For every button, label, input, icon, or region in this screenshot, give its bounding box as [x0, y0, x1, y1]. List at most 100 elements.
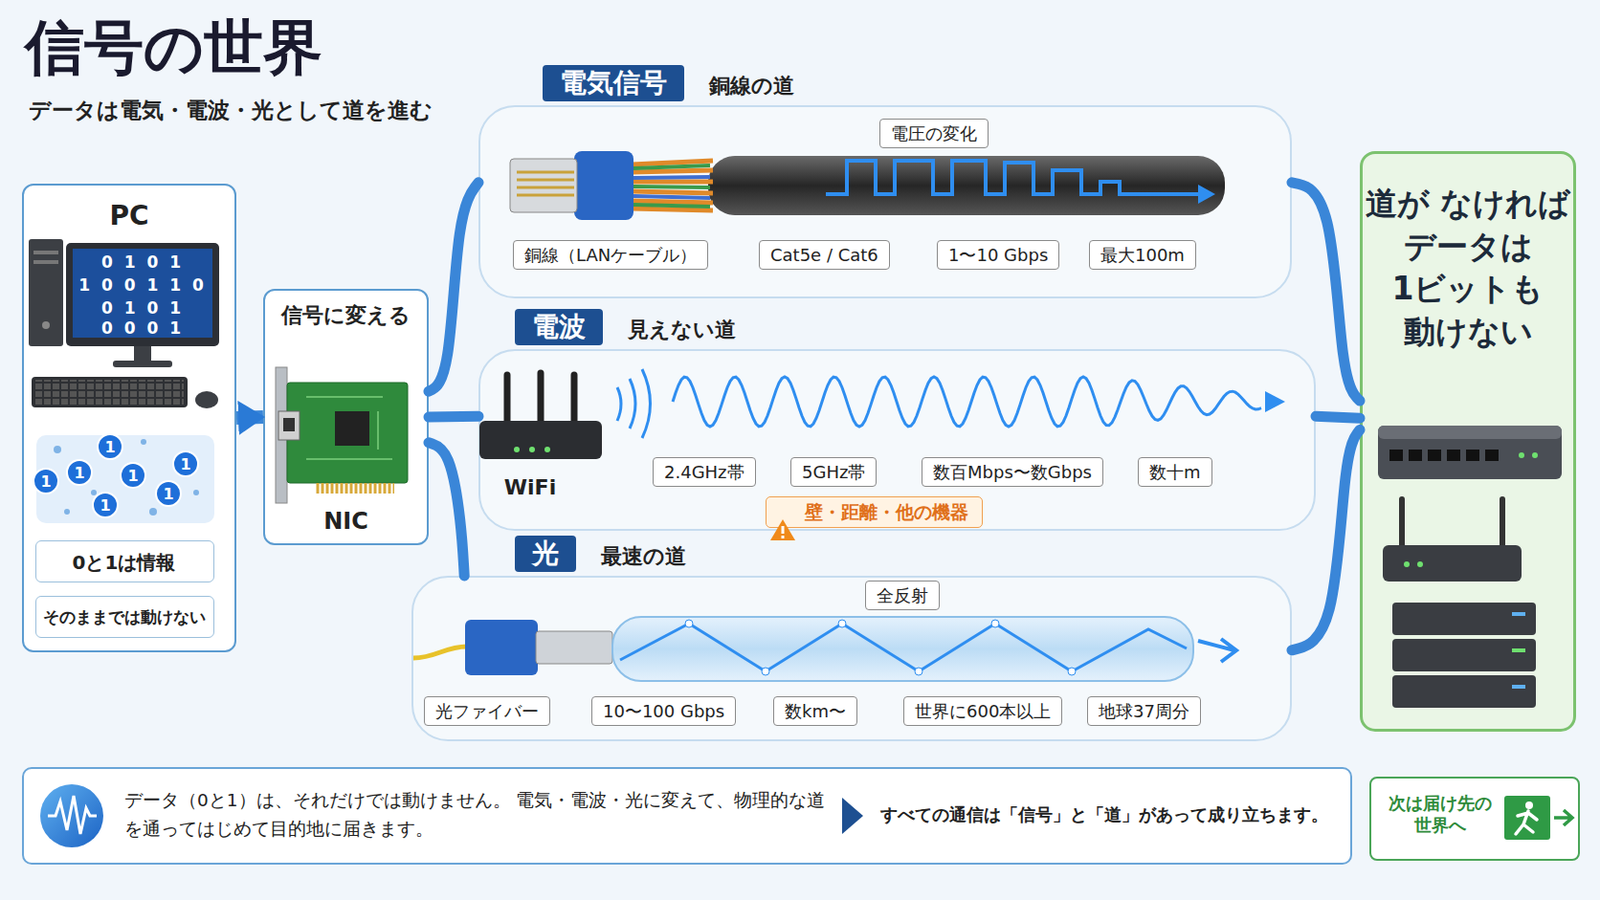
optical-fiber-part [1198, 639, 1237, 663]
bottom-icons-part [1504, 796, 1551, 841]
spec-tag: 1〜10 Gbps [936, 240, 1060, 270]
wifi-router-part [507, 373, 575, 423]
info-box: そのままでは動けない [35, 596, 215, 639]
pc-illustration-part [35, 379, 184, 405]
lan-cable [510, 151, 1225, 221]
optical-fiber-part [914, 667, 923, 676]
tag-text: 光ファイバー [435, 700, 539, 723]
spec-tag: 数十m [1137, 457, 1213, 488]
pc-illustration [28, 239, 220, 409]
nic-card-part [334, 411, 370, 446]
signal-tube [1315, 416, 1360, 419]
box-heading: 道が なければ データは 1ビットも 動けない [1362, 182, 1574, 354]
bottom-icons-part [40, 784, 104, 848]
network-devices-part [1392, 675, 1536, 709]
pc-illustration-part [33, 260, 59, 265]
lan-cable-part [633, 177, 711, 199]
pc-illustration-part [195, 391, 219, 409]
wifi-router-part [672, 377, 1262, 427]
spec-tag: 銅線（LANケーブル） [512, 240, 709, 270]
bit-text: 1 0 0 1 1 0 [78, 275, 207, 295]
lan-cable-part [633, 165, 711, 207]
lan-cable-part [516, 172, 575, 196]
tag-text: 電圧の変化 [890, 122, 978, 145]
network-devices-part [1532, 452, 1538, 459]
bit-bubbles-part [120, 463, 146, 489]
warning-icon-part [781, 526, 785, 534]
network-devices-part [1511, 648, 1526, 653]
optical-fiber-part [413, 646, 467, 659]
network-devices-part [1446, 449, 1461, 462]
optical-fiber [413, 617, 1237, 682]
network-devices-part [1518, 452, 1525, 459]
bottom-icons-part [1525, 801, 1534, 810]
tag-text: Cat5e / Cat6 [770, 244, 879, 267]
bit-bubbles-part [97, 434, 123, 460]
network-devices-part [1427, 449, 1442, 462]
bit-bubbles [33, 434, 215, 524]
bottom-icons-part [47, 796, 97, 835]
bit-bubbles-part [36, 435, 215, 524]
bit-text: 1 [162, 485, 174, 504]
optical-fiber-part [620, 623, 1187, 672]
pc-illustration-part [72, 248, 213, 338]
info-box: 0と1は情報 [35, 540, 215, 583]
pc-illustration-part [112, 360, 173, 368]
spec-tag: 地球37周分 [1087, 696, 1201, 727]
signal-tube [1291, 182, 1360, 401]
tag-text: 銅線（LANケーブル） [524, 244, 697, 267]
wifi-router-part [1265, 391, 1286, 413]
bit-bubbles-part [64, 509, 70, 515]
bit-text: 1 [104, 438, 115, 457]
spec-tag: 数km〜 [773, 696, 858, 727]
panel-box: 信号に変えるNIC [263, 288, 429, 546]
nic-card-part [287, 382, 408, 484]
nic-card-part [278, 411, 300, 441]
network-devices-part [1417, 561, 1423, 568]
wifi-router-part [617, 369, 651, 439]
network-devices [1377, 425, 1562, 709]
network-devices-part [1389, 449, 1403, 462]
pc-illustration-part [31, 377, 188, 408]
bit-bubbles-part [53, 445, 62, 454]
bit-bubbles-part [92, 492, 118, 518]
pc-illustration-part [66, 243, 220, 347]
network-devices-part [1392, 639, 1536, 672]
signal-tube [428, 411, 479, 423]
box-heading: 次は届け先の 世界へ [1378, 792, 1502, 838]
spec-tag: 電圧の変化 [879, 118, 989, 149]
optical-fiber-part [1067, 667, 1076, 676]
network-devices-part [1408, 449, 1423, 462]
signal-band: 電波見えない道2.4GHz帯5GHz帯数百Mbps〜数Gbps数十m壁・距離・他… [478, 349, 1316, 532]
wifi-router-part [479, 421, 602, 460]
box-body: すべての通信は「信号」と「道」があって成り立ちます。 [880, 803, 1348, 826]
tag-text: 全反射 [876, 584, 929, 607]
network-devices-part [1382, 545, 1522, 582]
box-heading: 0と1は情報 [36, 550, 212, 576]
tag-text: 数百Mbps〜数Gbps [933, 461, 1092, 484]
spec-tag: 5GHz帯 [790, 457, 877, 488]
optical-fiber-part [612, 617, 1194, 682]
lan-cable-part [1198, 184, 1216, 204]
optical-fiber-part [465, 620, 538, 676]
bit-text: 1 [73, 464, 85, 483]
tag-text: 最大100m [1100, 244, 1185, 267]
pc-illustration-part [28, 239, 64, 347]
spec-tag: 数百Mbps〜数Gbps [921, 457, 1104, 488]
bit-bubbles-part [66, 460, 92, 486]
bit-text: 1 [40, 472, 51, 491]
spec-tag: 世界に600本以上 [903, 696, 1063, 727]
tag-text: 5GHz帯 [801, 461, 866, 484]
bit-text: 0 0 0 1 [101, 318, 184, 338]
wifi-router-part [513, 446, 520, 453]
spec-tag: 全反射 [865, 580, 940, 611]
band-heading: 光 [514, 535, 577, 573]
optical-fiber-part [535, 631, 613, 665]
tag-text: 2.4GHz帯 [664, 461, 745, 484]
network-devices-part [1403, 561, 1410, 568]
box-heading: 信号に変える [265, 302, 427, 331]
nic-card-part [275, 367, 288, 504]
signal-tube [1291, 429, 1360, 650]
spec-tag: 10〜100 Gbps [591, 696, 736, 727]
